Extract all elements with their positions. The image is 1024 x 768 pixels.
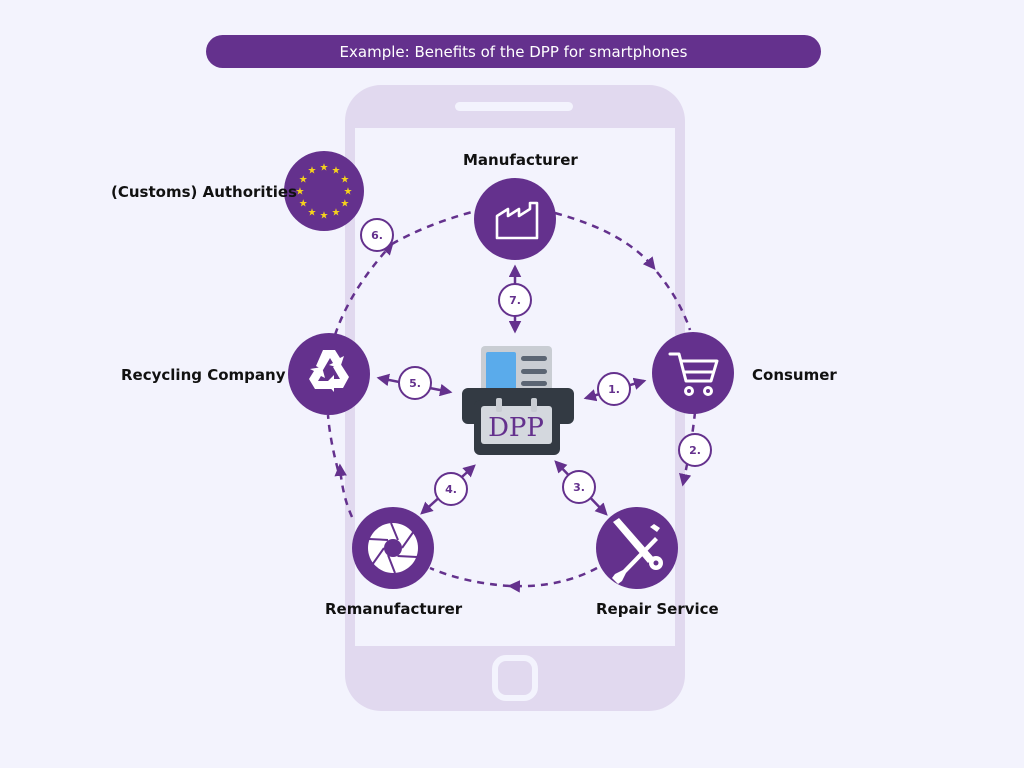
step-7: 7. [498, 283, 532, 317]
eu-star: ★ [308, 166, 317, 177]
authorities-node: ★★★★★★★★★★★★ [284, 151, 364, 231]
eu-star: ★ [320, 163, 329, 174]
consumer-node [652, 332, 734, 414]
svg-text:3.: 3. [573, 481, 585, 494]
eu-star: ★ [340, 199, 349, 210]
dpp-scanner-icon: DPP [462, 346, 574, 455]
eu-star: ★ [332, 207, 341, 218]
svg-text:2.: 2. [689, 444, 701, 457]
factory-icon [495, 201, 539, 240]
step-bubbles: 1. 2. 3. 4. 5. 6. 7. [360, 218, 712, 506]
repair-service-node [596, 507, 678, 589]
step-6: 6. [360, 218, 394, 252]
lifecycle-ring [326, 210, 697, 593]
step-4: 4. [434, 472, 468, 506]
phone-home-button [492, 655, 538, 701]
arc-remanufacturer-recycling [334, 463, 354, 518]
arc-repair-remanufacturer [507, 566, 598, 593]
authorities-label: (Customs) Authorities [111, 183, 297, 201]
remanufacturer-node [352, 507, 434, 589]
step-5: 5. [398, 366, 432, 400]
eu-star: ★ [340, 175, 349, 186]
step-2: 2. [678, 433, 712, 467]
eu-star: ★ [320, 211, 329, 222]
aperture-icon [368, 522, 418, 574]
svg-text:6.: 6. [371, 229, 383, 242]
eu-star: ★ [299, 175, 308, 186]
svg-text:7.: 7. [509, 294, 521, 307]
arc-manufacturer-consumer [554, 211, 656, 270]
arc-recycling-authorities [333, 242, 394, 336]
manufacturer-node [474, 178, 556, 260]
recycling-company-label: Recycling Company [121, 366, 286, 384]
repair-service-label: Repair Service [596, 600, 719, 618]
recycling-company-node [288, 333, 370, 415]
shopping-cart-icon [668, 352, 719, 396]
step-3: 3. [562, 470, 596, 504]
phone-speaker [455, 102, 573, 111]
eu-star: ★ [344, 187, 353, 198]
diagram-title: Example: Benefits of the DPP for smartph… [206, 35, 821, 68]
step-1: 1. [597, 372, 631, 406]
manufacturer-label: Manufacturer [463, 151, 578, 169]
consumer-label: Consumer [752, 366, 837, 384]
recycle-icon [309, 350, 349, 392]
eu-flag-icon: ★★★★★★★★★★★★ [296, 163, 353, 222]
svg-text:5.: 5. [409, 377, 421, 390]
svg-text:4.: 4. [445, 483, 457, 496]
eu-star: ★ [308, 207, 317, 218]
eu-star: ★ [299, 199, 308, 210]
arc-consumer-repair [678, 411, 697, 487]
remanufacturer-label: Remanufacturer [325, 600, 463, 618]
eu-star: ★ [332, 166, 341, 177]
wrench-screwdriver-icon [612, 518, 663, 584]
svg-text:1.: 1. [608, 383, 620, 396]
dpp-label: DPP [488, 413, 544, 443]
eu-star: ★ [296, 187, 305, 198]
